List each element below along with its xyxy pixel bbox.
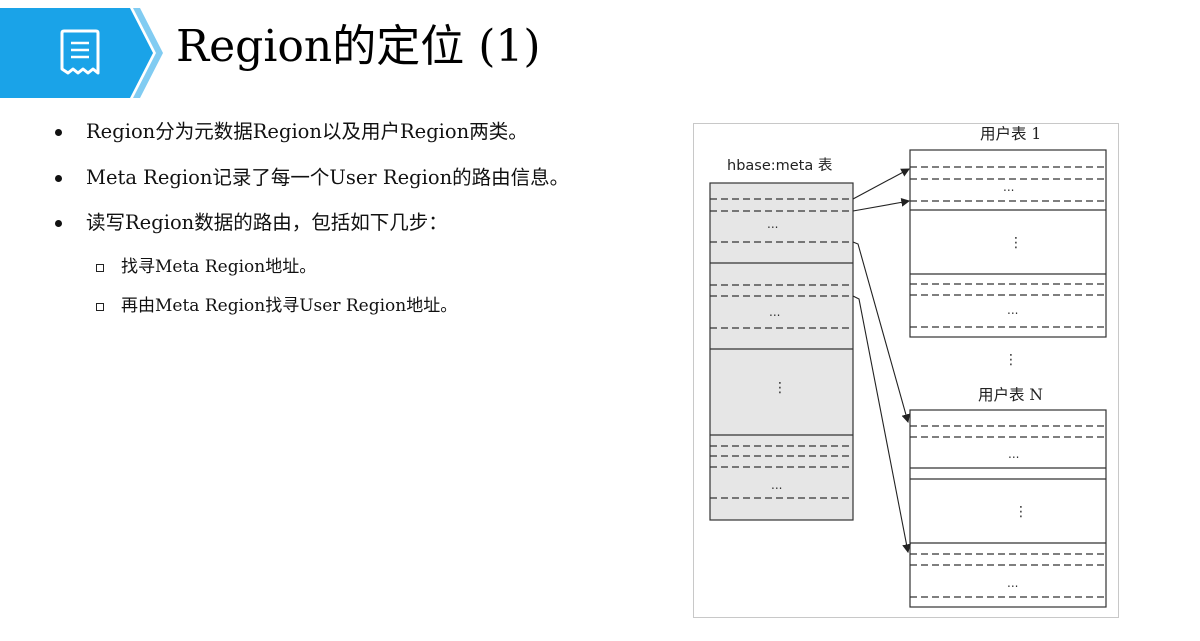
ellipsis: ... (1007, 303, 1019, 317)
sub-bullet-item: 找寻Meta Region地址。 (121, 257, 317, 277)
bullet-marker (55, 175, 62, 182)
bullet-marker (55, 220, 62, 227)
ellipsis: ... (1007, 576, 1019, 590)
ellipsis: ... (767, 217, 779, 231)
bullet-marker (55, 129, 62, 136)
region-diagram: hbase:meta 表 用户表 1 用户表 N ... ... ⋮ ... .… (693, 123, 1119, 618)
vertical-ellipsis: ⋮ (1014, 504, 1028, 520)
arrow-meta-to-usern-b (852, 295, 911, 554)
user-table-1 (909, 149, 1107, 338)
sub-bullet-marker (96, 264, 104, 272)
ellipsis: ... (771, 478, 783, 492)
ellipsis: ... (1003, 180, 1015, 194)
user-table-n (909, 409, 1107, 608)
sub-bullet-marker (96, 303, 104, 311)
meta-table-label: hbase:meta 表 (727, 158, 833, 174)
user-table-1-rows (910, 166, 1106, 328)
page-title: Region的定位 (1) (176, 21, 541, 72)
vertical-ellipsis: ⋮ (1009, 235, 1023, 251)
user-table-n-rows (910, 425, 1106, 598)
vertical-ellipsis: ⋮ (1004, 352, 1018, 368)
arrow-meta-to-user1-a (852, 168, 910, 200)
ellipsis: ... (1008, 447, 1020, 461)
user-table-1-label: 用户表 1 (980, 125, 1042, 143)
document-icon (60, 29, 100, 75)
ellipsis: ... (769, 305, 781, 319)
routing-arrows (852, 168, 911, 554)
sub-bullet-item: 再由Meta Region找寻User Region地址。 (121, 296, 458, 316)
bullet-item: Meta Region记录了每一个User Region的路由信息。 (86, 166, 570, 189)
meta-table-rows (710, 198, 853, 499)
header-accent-bar (0, 8, 163, 98)
bullet-item: Region分为元数据Region以及用户Region两类。 (86, 120, 528, 143)
vertical-ellipsis: ⋮ (773, 380, 787, 396)
bullet-item: 读写Region数据的路由，包括如下几步： (86, 211, 448, 234)
user-table-n-label: 用户表 N (978, 386, 1043, 404)
arrow-meta-to-usern-a (852, 241, 911, 424)
arrow-meta-to-user1-b (852, 198, 911, 212)
meta-table (709, 182, 854, 521)
